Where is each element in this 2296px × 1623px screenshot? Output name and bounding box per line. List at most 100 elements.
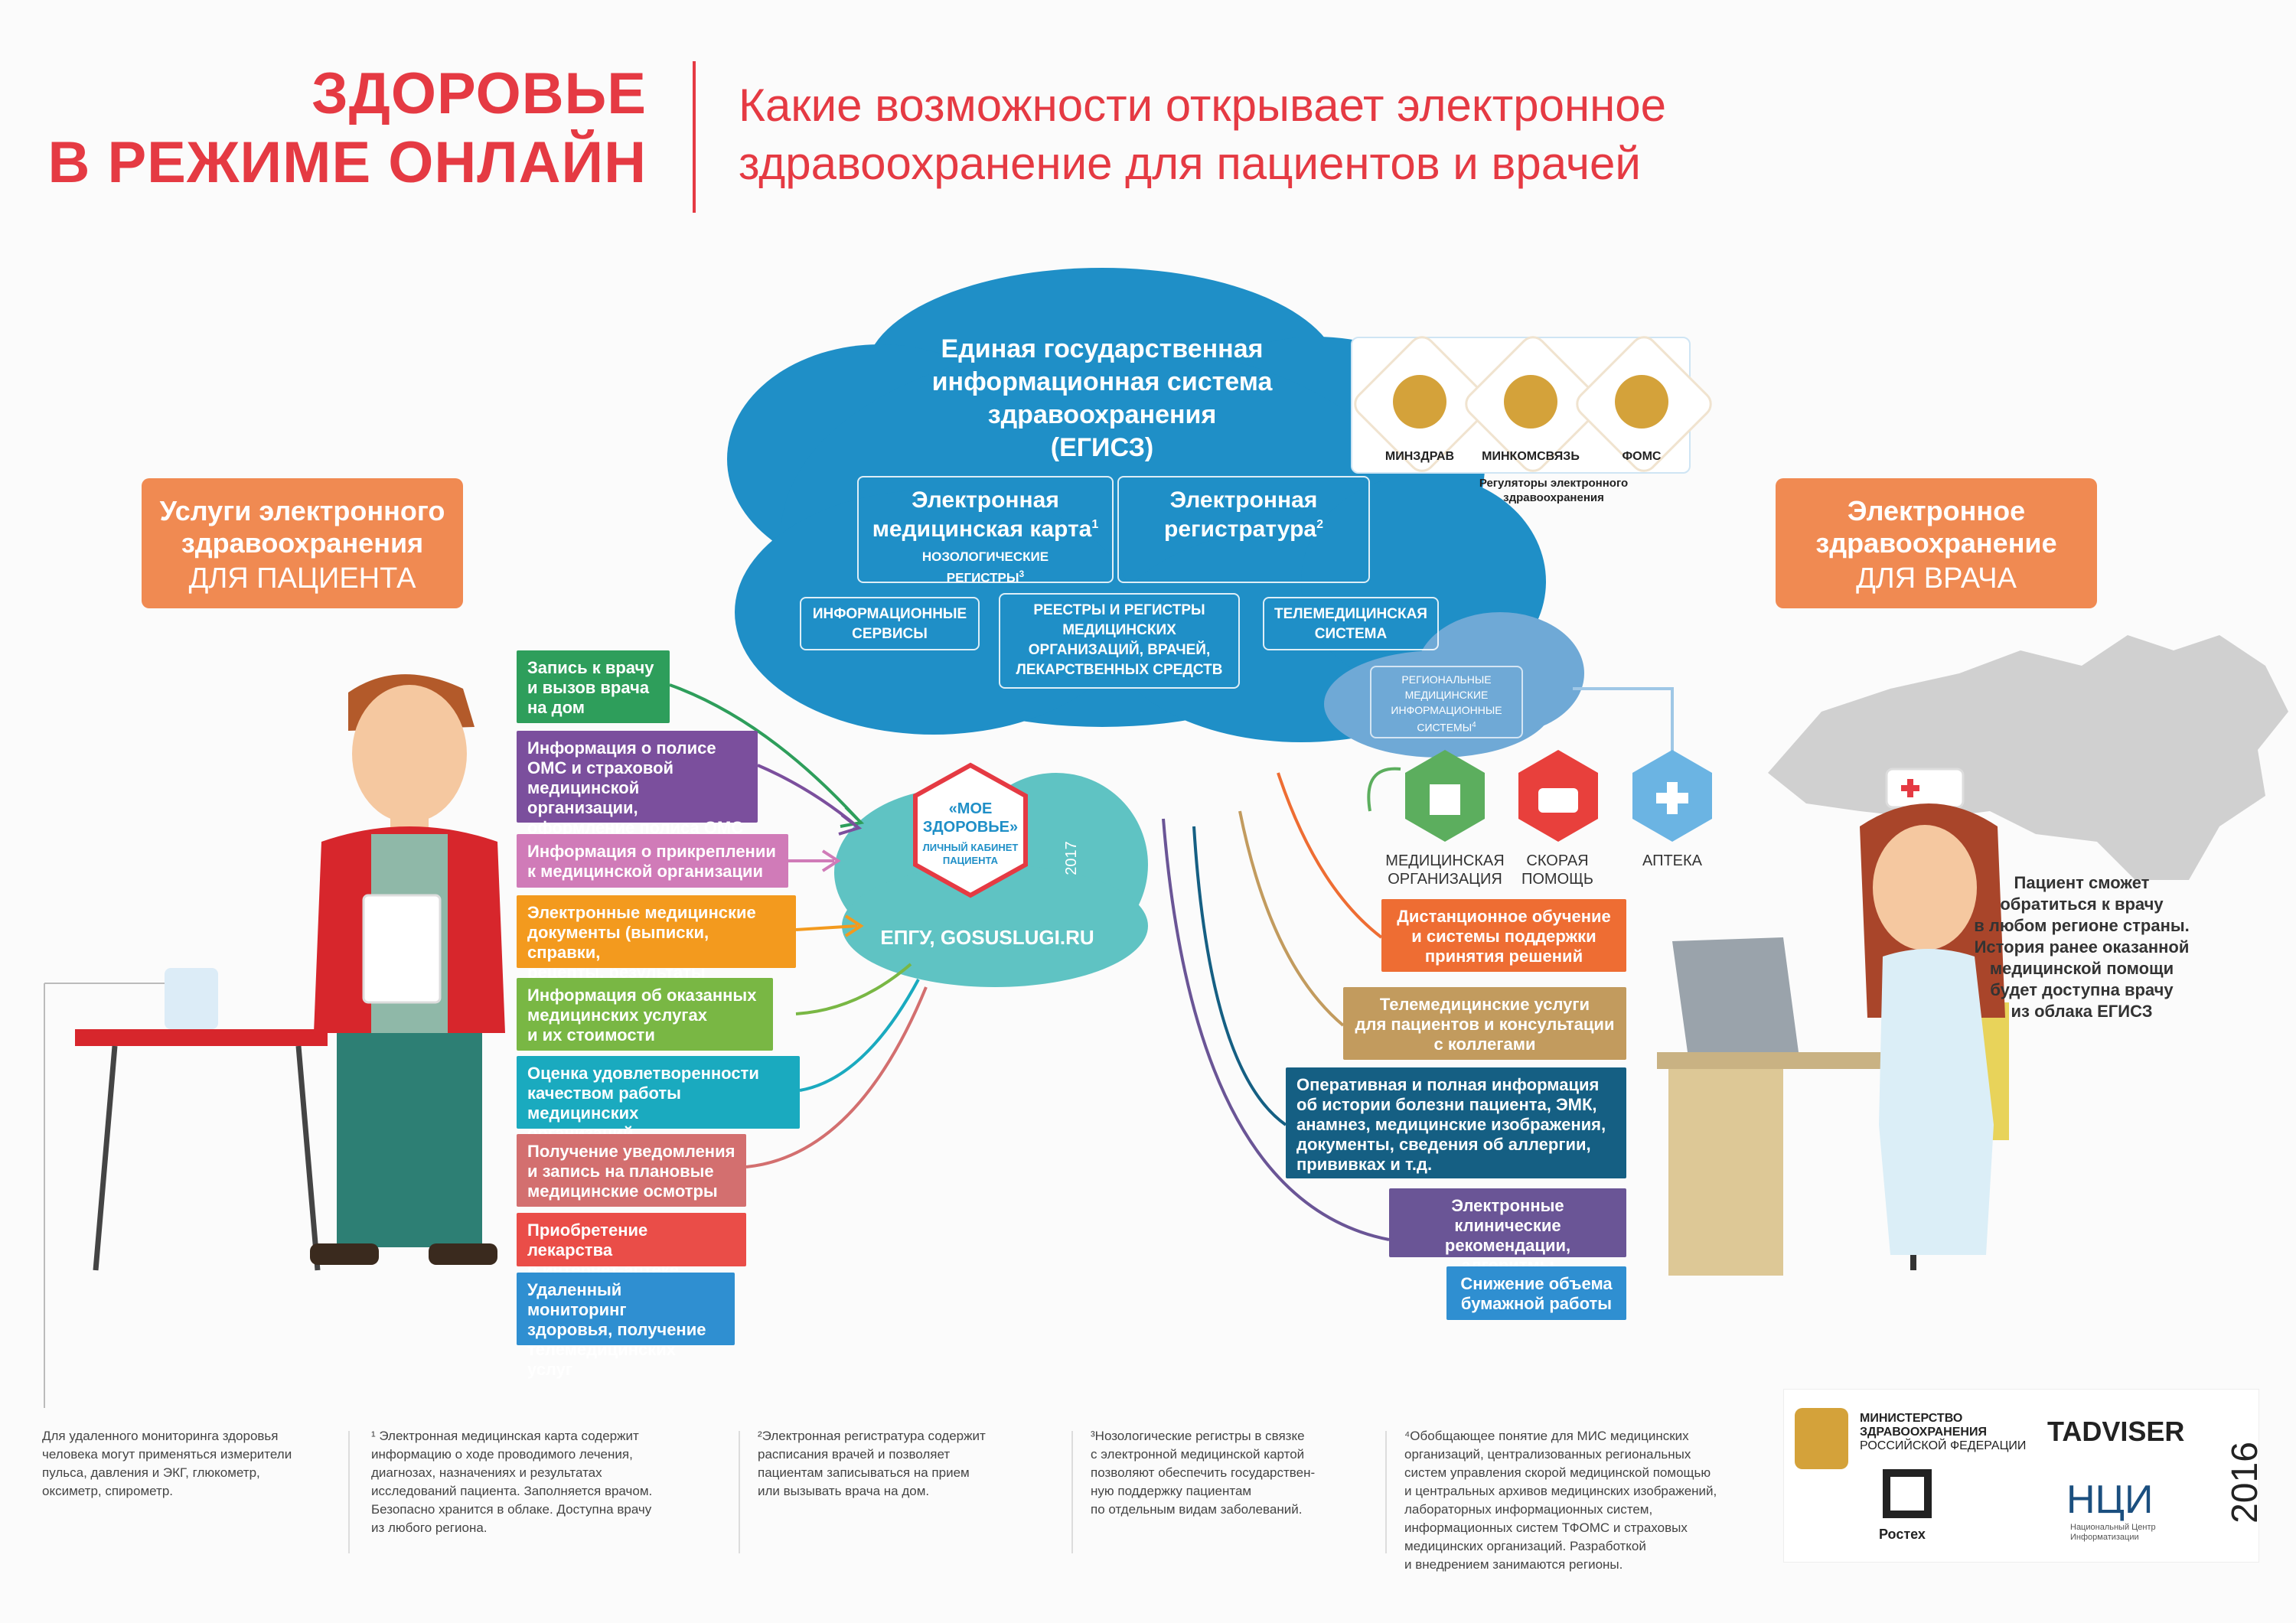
footnote-regional: ⁴Обобщающее понятие для МИС медицинских … [1404, 1429, 1717, 1572]
info-services-box: ИНФОРМАЦИОННЫЕ СЕРВИСЫ [800, 597, 980, 650]
emk-sub1: НОЗОЛОГИЧЕСКИЕ [921, 549, 1049, 564]
patient-service-appointment: Запись к врачу и вызов врача на дом [517, 650, 670, 723]
tadviser-logo: TADVISER [2047, 1416, 2185, 1447]
minkomsvyaz-eagle-icon [1504, 375, 1557, 429]
ministry-logo-text: МИНИСТЕРСТВО ЗДРАВООХРАНЕНИЯ РОССИЙСКОЙ … [1860, 1412, 2026, 1453]
patient-category-box: Услуги электронного здравоохранения ДЛЯ … [142, 478, 463, 608]
badge-line3: ЛИЧНЫЙ КАБИНЕТ [922, 842, 1019, 853]
emk-box: Электронная медицинская карта1 НОЗОЛОГИЧ… [857, 476, 1114, 585]
regional-line1: РЕГИОНАЛЬНЫЕ [1401, 673, 1492, 686]
doctor-category-line2: здравоохранение [1815, 527, 2057, 559]
ministry-line1: МИНИСТЕРСТВО [1860, 1412, 1963, 1425]
facility-icons [1405, 750, 1712, 842]
footnote-separator [739, 1431, 740, 1553]
patient-service-med-docs: Электронные медицинские документы (выпис… [517, 895, 796, 1002]
my-health-year: 2017 [1062, 841, 1080, 875]
facility-medorg-line1: МЕДИЦИНСКАЯ [1385, 852, 1505, 869]
telemedicine-box: ТЕЛЕМЕДИЦИНСКАЯ СИСТЕМА [1263, 597, 1439, 650]
regional-line4: СИСТЕМЫ [1417, 721, 1473, 734]
main-title-line2: В РЕЖИМЕ ОНЛАЙН [47, 130, 647, 195]
patient-service-notifications: Получение уведомления и запись на планов… [517, 1134, 746, 1207]
patient-category-line3: ДЛЯ ПАЦИЕНТА [188, 562, 416, 595]
minzdrav-eagle-icon [1393, 375, 1446, 429]
nci-logo: НЦИ [2066, 1478, 2154, 1522]
reestr-line4: ЛЕКАРСТВЕННЫХ СРЕДСТВ [1016, 662, 1223, 678]
russia-map [1768, 635, 2288, 880]
info-services-line1: ИНФОРМАЦИОННЫЕ [812, 606, 967, 622]
egisz-title: Единая государственная информационная си… [872, 333, 1332, 464]
regulators-caption-line1: Регуляторы электронного [1479, 477, 1629, 490]
title-divider [693, 61, 696, 213]
nci-sub2: Информатизации [2070, 1533, 2139, 1542]
facility-label-medorg: МЕДИЦИНСКАЯ ОРГАНИЗАЦИЯ [1376, 852, 1514, 888]
subtitle: Какие возможности открывает электронное … [739, 77, 1666, 193]
regulator-label-foms: ФОМС [1622, 450, 1662, 463]
subtitle-line1: Какие возможности открывает электронное [739, 80, 1666, 131]
logos-panel [1783, 1389, 2259, 1563]
doctor-service-guidelines: Электронные клинические рекомендации, ал… [1389, 1188, 1626, 1295]
reestr-line3: ОРГАНИЗАЦИЙ, ВРАЧЕЙ, [1028, 642, 1211, 658]
doctor-category-line3: ДЛЯ ВРАЧА [1856, 562, 2017, 595]
info-services-line2: СЕРВИСЫ [852, 626, 928, 642]
doctor-note: Пациент сможет обратиться к врачу в любо… [1974, 873, 2190, 1021]
facility-ambulance-line2: ПОМОЩЬ [1521, 871, 1594, 888]
emk-line1: Электронная [912, 487, 1059, 513]
patient-figure [310, 674, 505, 1265]
doctor-figure [1860, 768, 2005, 1255]
doctor-category-line1: Электронное [1847, 495, 2026, 526]
nci-subtitle: Национальный Центр Информатизации [2070, 1523, 2156, 1543]
registry-line2: регистратура [1164, 517, 1317, 542]
regulator-label-minkomsvyaz: МИНКОМСВЯЗЬ [1482, 450, 1580, 463]
telemedicine-line2: СИСТЕМА [1314, 626, 1388, 642]
egisz-title-line4: (ЕГИСЗ) [1050, 433, 1154, 462]
doctor-service-paperwork: Снижение объема бумажной работы [1446, 1266, 1626, 1320]
regulators-caption: Регуляторы электронного здравоохранения [1454, 476, 1653, 505]
footnote-emk: ¹ Электронная медицинская карта содержит… [371, 1429, 653, 1535]
badge-line1: «МОЕ [948, 800, 993, 817]
main-title: ЗДОРОВЬЕ В РЕЖИМЕ ОНЛАЙН [47, 60, 647, 197]
patient-service-costs: Информация об оказанных медицинских услу… [517, 978, 773, 1051]
ministry-emblem-icon [1795, 1408, 1848, 1469]
my-health-badge-text: «МОЕ ЗДОРОВЬЕ» ЛИЧНЫЙ КАБИНЕТ ПАЦИЕНТА [915, 800, 1026, 867]
doctor-service-education: Дистанционное обучение и системы поддерж… [1381, 899, 1626, 972]
footnote-separator [348, 1431, 350, 1553]
gosuslugi-portal[interactable]: ЕПГУ, GOSUSLUGI.RU [880, 926, 1094, 949]
reestr-line2: МЕДИЦИНСКИХ [1062, 622, 1176, 638]
regional-line3: ИНФОРМАЦИОННЫЕ [1391, 704, 1502, 716]
doctor-category-box: Электронное здравоохранение ДЛЯ ВРАЧА [1776, 478, 2097, 608]
subtitle-line2: здравоохранение для пациентов и врачей [739, 138, 1641, 189]
nci-sub1: Национальный Центр [2070, 1523, 2156, 1532]
reestr-line1: РЕЕСТРЫ И РЕГИСТРЫ [1033, 602, 1205, 618]
regional-line2: МЕДИЦИНСКИЕ [1404, 689, 1489, 701]
registry-line1: Электронная [1169, 487, 1318, 513]
patient-category-line1: Услуги электронного [159, 495, 445, 526]
patient-service-attachment: Информация о прикреплении к медицинской … [517, 834, 788, 888]
patient-category-line2: здравоохранения [181, 527, 424, 559]
regulators-caption-line2: здравоохранения [1503, 491, 1604, 504]
registry-footnote-mark: 2 [1316, 518, 1323, 531]
poster-year: 2016 [2224, 1442, 2265, 1524]
facility-label-pharmacy: АПТЕКА [1619, 852, 1726, 870]
rostec-icon [1883, 1469, 1932, 1518]
egisz-title-line2: информационная система [931, 367, 1273, 396]
footnote-separator [1385, 1431, 1387, 1553]
regional-footnote-mark: 4 [1472, 721, 1476, 729]
footnote-registry: ²Электронная регистратура содержит распи… [758, 1429, 986, 1498]
foms-eagle-icon [1615, 375, 1668, 429]
facility-medorg-line2: ОРГАНИЗАЦИЯ [1388, 871, 1502, 888]
rostec-logo: Ростех [1879, 1527, 1926, 1542]
footnote-monitoring: Для удаленного мониторинга здоровья чело… [42, 1429, 292, 1498]
footnote-nosology: ³Нозологические регистры в связке с элек… [1091, 1429, 1316, 1517]
badge-line2: ЗДОРОВЬЕ» [922, 819, 1019, 836]
emk-footnote-mark: 1 [1091, 518, 1099, 531]
egisz-title-line3: здравоохранения [987, 400, 1217, 429]
ministry-line3: РОССИЙСКОЙ ФЕДЕРАЦИИ [1860, 1439, 2027, 1452]
patient-service-oms-policy: Информация о полисе ОМС и страховой меди… [517, 731, 758, 837]
egisz-title-line1: Единая государственная [941, 334, 1264, 363]
registry-box: Электронная регистратура2 [1117, 476, 1370, 583]
footnote-separator [1071, 1431, 1073, 1553]
patient-table [44, 968, 328, 1408]
facility-label-ambulance: СКОРАЯ ПОМОЩЬ [1492, 852, 1623, 888]
facility-ambulance-line1: СКОРАЯ [1526, 852, 1589, 869]
telemedicine-line1: ТЕЛЕМЕДИЦИНСКАЯ [1274, 606, 1427, 622]
